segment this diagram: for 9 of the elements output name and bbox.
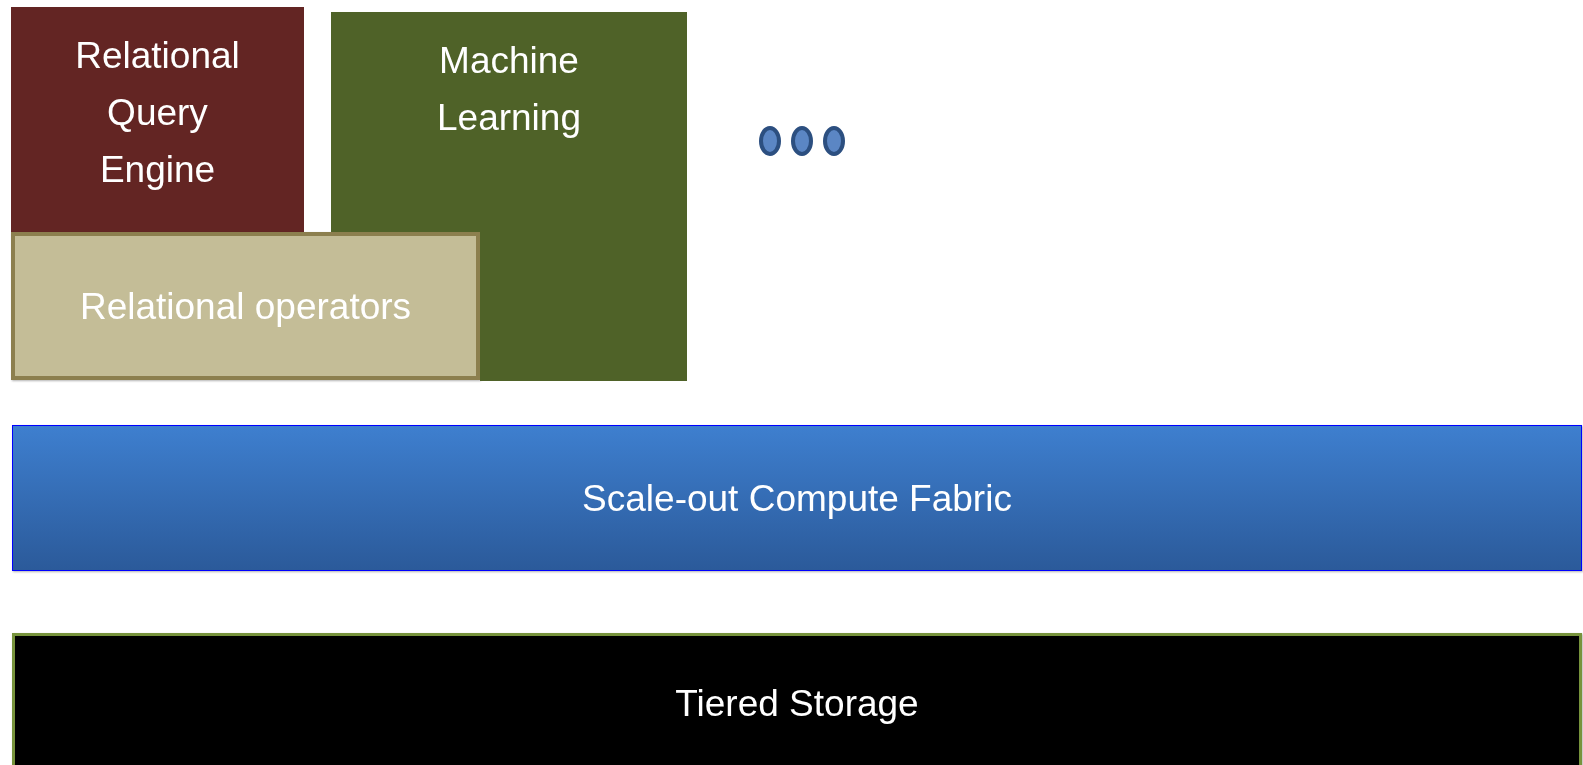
layer-label: Scale-out Compute Fabric xyxy=(582,476,1012,521)
layer-label: Tiered Storage xyxy=(675,681,919,726)
compute-layer xyxy=(12,425,1582,571)
engine-block xyxy=(11,7,304,232)
storage-layer xyxy=(12,633,1582,765)
operator-layer xyxy=(11,232,480,380)
layer-label: Relational operators xyxy=(79,284,412,329)
layer-label: Relational Query Engine xyxy=(74,34,241,192)
layer-label: Machine Learning xyxy=(436,39,582,140)
